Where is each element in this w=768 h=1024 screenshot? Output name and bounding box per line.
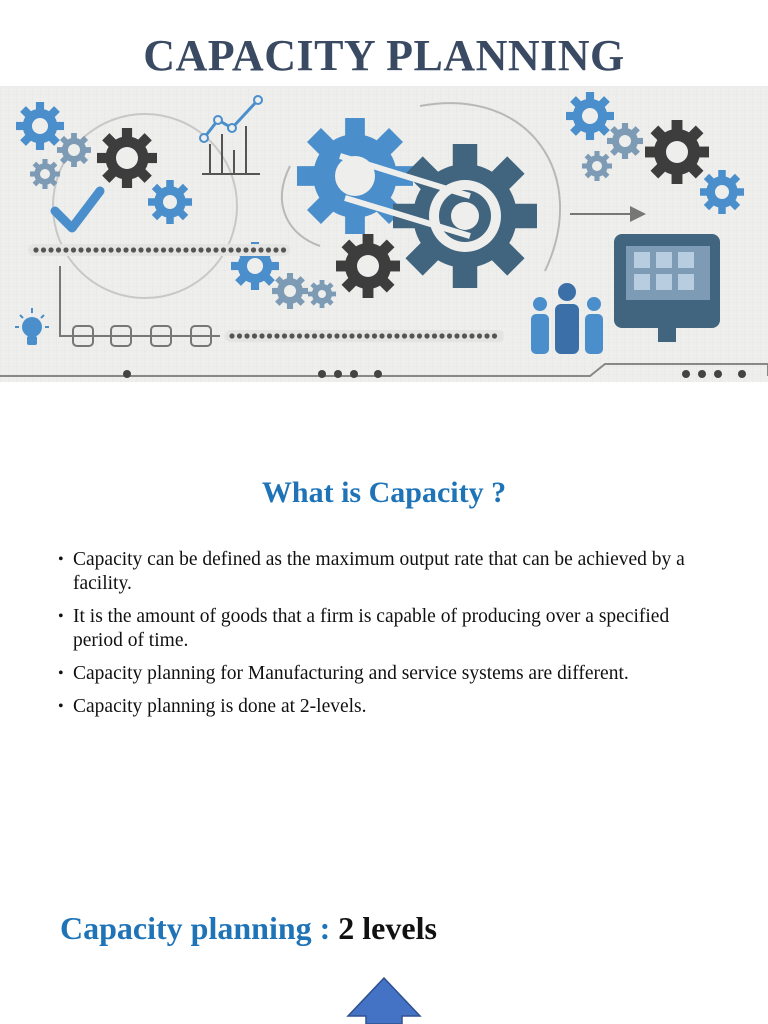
- chart-icon: [199, 95, 263, 175]
- list-item: Capacity planning for Manufacturing and …: [58, 662, 698, 686]
- banner-illustration: [0, 86, 768, 382]
- bullet-list: Capacity can be defined as the maximum o…: [58, 548, 698, 728]
- section-heading: What is Capacity ?: [261, 476, 507, 509]
- list-item: Capacity planning is done at 2-levels.: [58, 695, 698, 719]
- list-item: It is the amount of goods that a firm is…: [58, 605, 698, 653]
- lightbulb-icon: [15, 308, 49, 345]
- levels-label: Capacity planning :: [60, 910, 339, 946]
- levels-value: 2 levels: [338, 910, 437, 946]
- levels-heading: Capacity planning : 2 levels: [60, 910, 437, 947]
- slide-title: CAPACITY PLANNING: [143, 31, 625, 80]
- monitor-icon: [614, 234, 720, 342]
- arrow-right-icon: [570, 206, 646, 222]
- checkmark-icon: [50, 186, 105, 233]
- people-icon: [531, 283, 603, 354]
- list-item: Capacity can be defined as the maximum o…: [58, 548, 698, 596]
- up-arrow-icon: [346, 976, 422, 1024]
